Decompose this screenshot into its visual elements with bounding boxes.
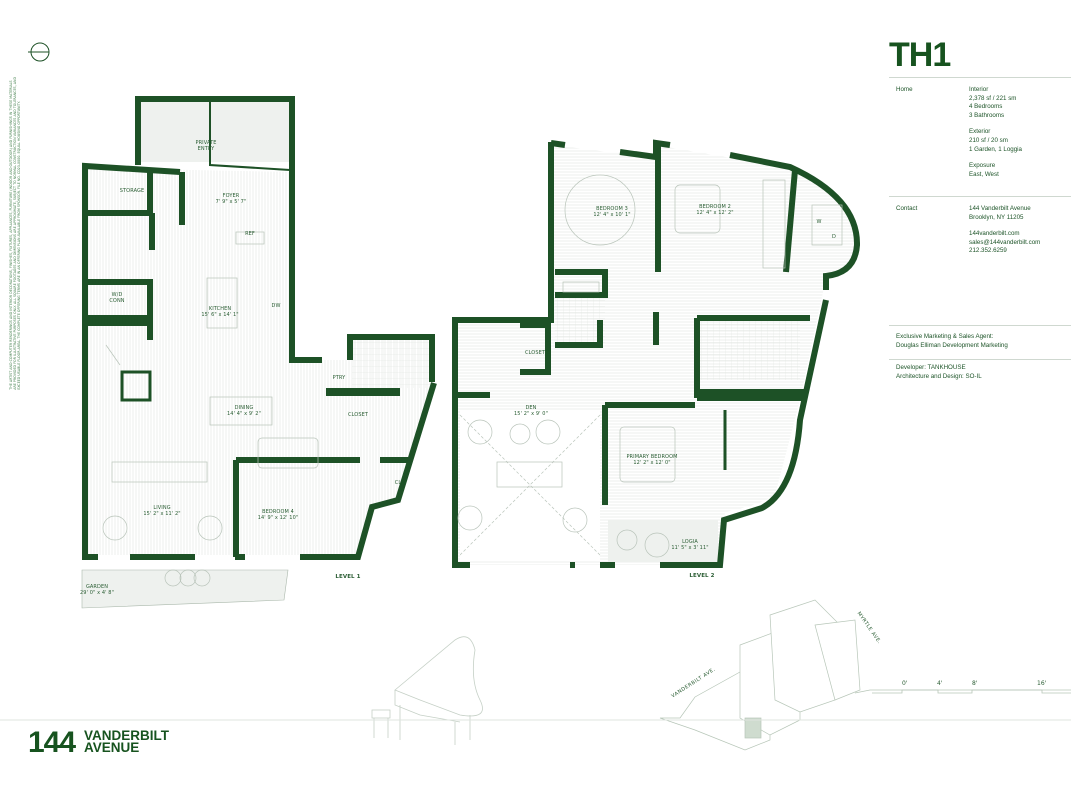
interior-area: 2,378 sf / 221 sm (969, 94, 1017, 102)
room-label-pantry: PTRY (332, 375, 346, 381)
logo-text: VANDERBILT AVENUE (84, 728, 169, 755)
contact-details: 144 Vanderbilt Avenue Brooklyn, NY 11205… (969, 205, 1040, 256)
credits: Developer: TANKHOUSE Architecture and De… (896, 364, 982, 381)
room-label-living: LIVING (153, 505, 171, 511)
room-label-storage: STORAGE (119, 188, 145, 194)
north-arrow-icon (28, 42, 50, 62)
marketing-agent: Exclusive Marketing & Sales Agent: Dougl… (896, 333, 1008, 350)
room-label-dining: DINING (234, 405, 254, 411)
room-dim-logia: 11' 5" x 3' 11" (671, 545, 709, 551)
room-dim-living: 15' 2" x 11' 2" (143, 511, 181, 517)
room-label-wd: W/D CONN (109, 292, 125, 304)
room-label-kitchen: KITCHEN (208, 306, 232, 312)
divider (889, 77, 1071, 78)
washer-label: W (816, 219, 822, 225)
divider (889, 196, 1071, 197)
room-label-private-entry: PRIVATE ENTRY (195, 140, 217, 152)
scale-label-16: 16' (1037, 680, 1047, 687)
website-link[interactable]: 144vanderbilt.com (969, 230, 1020, 238)
room-label-primary-bedroom: PRIMARY BEDROOM (626, 454, 678, 460)
email-link[interactable]: sales@144vanderbilt.com (969, 238, 1041, 246)
logo-number: 144 (28, 726, 76, 759)
marketing-agent-name: Douglas Elliman Development Marketing (896, 341, 1008, 349)
logo-line-1: VANDERBILT (84, 728, 169, 743)
level-2-plan (452, 139, 861, 568)
room-label-dw: DW (271, 303, 281, 309)
bedrooms: 4 Bedrooms (969, 103, 1003, 111)
room-label-ref: REF (245, 231, 255, 237)
scale-label-8: 8' (972, 680, 978, 687)
level-2-label: LEVEL 2 (689, 573, 715, 579)
room-dim-bedroom-2: 12' 4" x 12' 2" (696, 210, 734, 216)
room-dim-dining: 14' 4" x 9' 2" (227, 411, 261, 417)
room-dim-kitchen: 15' 6" x 14' 1" (201, 312, 239, 318)
interior-heading: Interior (969, 86, 989, 93)
divider (889, 359, 1071, 360)
scale-label-0: 0' (902, 680, 908, 687)
building-axonometric (659, 599, 1071, 751)
room-dim-den: 15' 2" x 9' 0" (514, 411, 548, 417)
dryer-label: D (832, 234, 836, 240)
exposure-heading: Exposure (969, 162, 996, 170)
bathrooms: 3 Bathrooms (969, 111, 1005, 119)
unit-title: TH1 (889, 36, 951, 74)
room-label-closet: CLOSET (347, 412, 369, 418)
room-label-bedroom-3: BEDROOM 3 (596, 206, 628, 212)
room-dim-bedroom-4: 14' 9" x 12' 10" (257, 515, 299, 521)
exterior-heading: Exterior (969, 128, 991, 136)
scale-label-4: 4' (937, 680, 943, 687)
marketing-agent-heading: Exclusive Marketing & Sales Agent: (896, 333, 994, 340)
room-label-bedroom-2: BEDROOM 2 (699, 204, 731, 210)
developer-credit: Developer: TANKHOUSE (896, 364, 966, 371)
room-dim-foyer: 7' 9" x 5' 7" (215, 199, 247, 205)
room-label-bedroom-4: BEDROOM 4 (262, 509, 294, 515)
room-label-closet-l2: CLOSET (524, 350, 546, 356)
exterior-spaces: 1 Garden, 1 Loggia (969, 145, 1022, 153)
room-label-garden: GARDEN (85, 584, 109, 590)
scale-bar (872, 689, 1071, 694)
address-line-1: 144 Vanderbilt Avenue (969, 205, 1031, 212)
address-line-2: Brooklyn, NY 11205 (969, 213, 1024, 221)
room-label-cl: CL (394, 480, 402, 486)
level-1-label: LEVEL 1 (335, 574, 361, 580)
logo-line-2: AVENUE (84, 740, 140, 755)
level-1-plan (81, 96, 437, 609)
home-label: Home (896, 86, 913, 93)
room-dim-bedroom-3: 12' 4" x 10' 1" (593, 212, 631, 218)
piano-illustration (371, 636, 483, 745)
room-dim-primary-bedroom: 12' 2" x 12' 0" (633, 460, 671, 466)
room-label-den: DEN (525, 405, 537, 411)
phone-number[interactable]: 212.352.6259 (969, 247, 1007, 255)
divider (889, 325, 1071, 326)
room-label-foyer: FOYER (222, 193, 240, 199)
contact-label: Contact (896, 205, 918, 212)
home-details: Interior 2,378 sf / 221 sm 4 Bedrooms 3 … (969, 86, 1022, 179)
exposure: East, West (969, 170, 999, 178)
legal-disclaimer: THE ARTIST AND COMPUTER RENDERINGS AND I… (9, 76, 22, 390)
room-label-logia: LOGIA (682, 539, 698, 545)
architect-credit: Architecture and Design: SO-IL (896, 372, 982, 380)
exterior-area: 210 sf / 20 sm (969, 136, 1008, 144)
room-dim-garden: 29' 0" x 4' 8" (80, 590, 114, 596)
